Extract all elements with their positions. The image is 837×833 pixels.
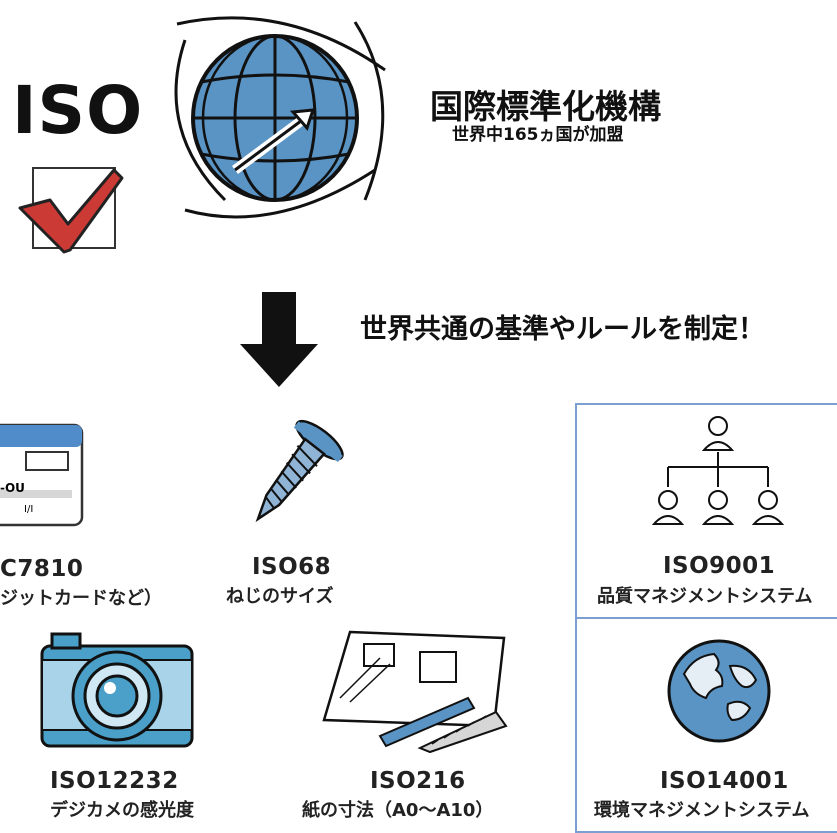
svg-text:-OU: -OU bbox=[0, 481, 25, 495]
standard-code: ISO14001 bbox=[660, 768, 789, 794]
org-chart-icon bbox=[651, 416, 785, 525]
svg-text:I/I: I/I bbox=[24, 504, 33, 515]
headline: 世界共通の基準やルールを制定！ bbox=[360, 314, 765, 345]
standard-desc: 紙の寸法（A0～A10） bbox=[302, 800, 494, 821]
standard-desc: ねじのサイズ bbox=[226, 586, 334, 607]
arrow-down-icon bbox=[240, 292, 318, 387]
card-icon: -OU I/I bbox=[0, 423, 84, 527]
standard-code: ISO68 bbox=[252, 554, 332, 580]
earth-icon bbox=[667, 639, 771, 743]
check-icon bbox=[18, 167, 124, 254]
standard-desc: ジットカードなど） bbox=[0, 588, 162, 609]
standard-code: C7810 bbox=[0, 556, 84, 582]
standard-code: ISO9001 bbox=[663, 553, 776, 579]
standard-desc: 品質マネジメントシステム bbox=[597, 586, 813, 607]
screw-icon bbox=[255, 419, 344, 523]
camera-icon bbox=[40, 632, 194, 748]
iso-label: ISO bbox=[12, 72, 144, 149]
standard-code: ISO12232 bbox=[50, 768, 179, 794]
standard-desc: 環境マネジメントシステム bbox=[594, 800, 810, 821]
blueprint-icon bbox=[322, 630, 508, 754]
standard-desc: デジカメの感光度 bbox=[50, 800, 194, 821]
globe-icon bbox=[174, 16, 386, 219]
org-title: 国際標準化機構 bbox=[430, 87, 661, 126]
org-subtitle: 世界中165ヵ国が加盟 bbox=[452, 125, 624, 145]
standard-code: ISO216 bbox=[370, 768, 466, 794]
